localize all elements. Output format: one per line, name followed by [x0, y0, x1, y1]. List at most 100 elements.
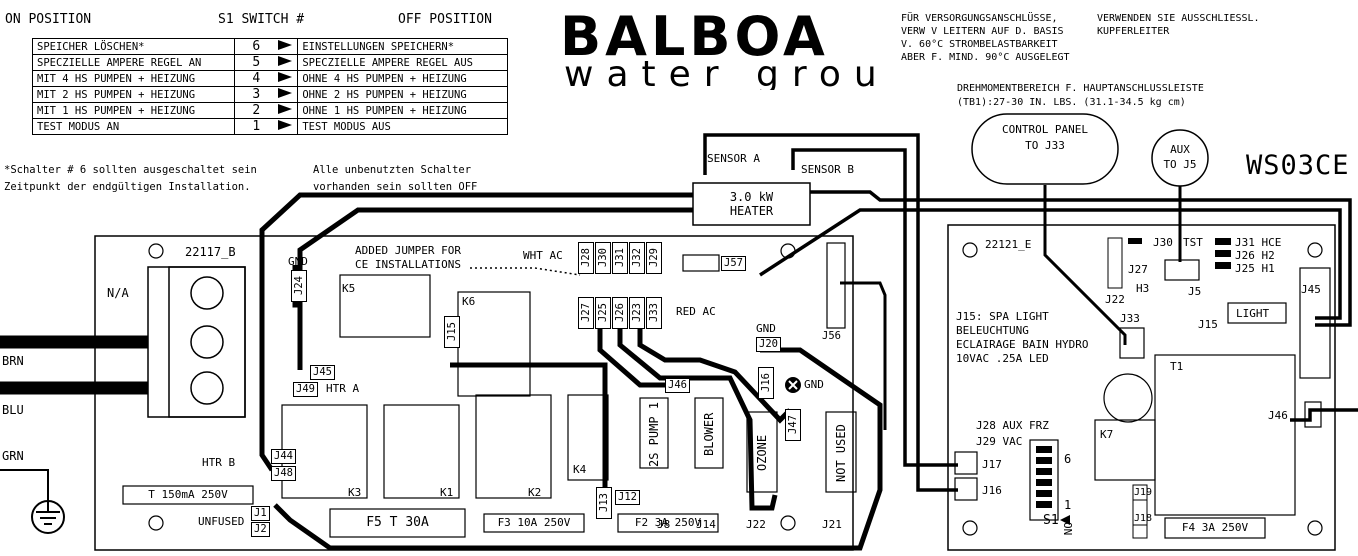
j25-wire — [597, 325, 665, 388]
relay-k7 — [1094, 419, 1156, 481]
device-label: NOT USED — [834, 424, 848, 482]
fuse-f3 — [483, 513, 585, 533]
balboa-logo-graphic: BALBOA water group — [560, 5, 913, 95]
connector-label: J1 — [251, 506, 270, 521]
grn-label: GRN — [2, 449, 24, 463]
dip-switch — [1029, 439, 1059, 521]
gnd-label: GND — [288, 255, 308, 268]
on-label: ON — [1061, 522, 1074, 536]
relay-label: K2 — [528, 486, 542, 499]
connector-label: J32 — [629, 242, 645, 274]
connector-label: J12 — [615, 490, 640, 505]
relay-k1 — [383, 404, 460, 499]
connector-label: J13 — [596, 487, 612, 519]
supply-line-3: V. 60°C STROMBELASTBARKEIT — [901, 39, 1058, 50]
connector-label: J45 — [310, 365, 335, 380]
j5-label: J5 — [1188, 285, 1202, 298]
connector-j45 — [1299, 267, 1331, 379]
switch-on-label: TEST MODUS AN — [31, 118, 236, 135]
connector-label: J44 — [271, 449, 296, 464]
j31-label: J31 HCE — [1235, 236, 1282, 249]
device-label: OZONE — [755, 434, 769, 472]
torque-line-1: DREHMOMENTBEREICH F. HAUPTANSCHLUSSLEIST… — [957, 83, 1204, 94]
j29-label: J29 VAC — [976, 435, 1023, 448]
relay-label: K6 — [462, 295, 476, 308]
control-panel-pill — [971, 113, 1119, 185]
spa-light-line-2: BELEUCHTUNG — [956, 324, 1029, 337]
connector-light — [1227, 302, 1287, 324]
light-label: LIGHT — [1236, 307, 1270, 320]
torque-line-2: (TB1):27-30 IN. LBS. (31.1-34.5 kg cm) — [957, 97, 1186, 108]
sensor-b-label: SENSOR B — [801, 163, 854, 176]
dip-1-label: 1 — [1064, 498, 1072, 512]
j26-wire — [617, 325, 778, 511]
logo-brand: BALBOA — [560, 10, 829, 68]
sensor-b-wire — [791, 148, 958, 467]
htr-b-label: HTR B — [202, 456, 236, 469]
control-panel-label: CONTROL PANEL TO J33 — [972, 122, 1118, 154]
device-blower — [694, 397, 724, 469]
aux-circle — [1151, 129, 1209, 187]
arrow-right-icon — [277, 70, 299, 87]
connector-label: J26 — [612, 297, 628, 329]
unfused-label: UNFUSED — [198, 515, 245, 528]
relay-k2 — [475, 394, 552, 499]
jumper-blocks — [1128, 238, 1231, 269]
fuse-f4 — [1164, 517, 1266, 539]
copper-note: VERWENDEN SIE AUSSCHLIESSL. KUPFERLEITER — [1097, 12, 1260, 38]
device-connector-label: J22 — [746, 518, 766, 531]
aux-label: AUX TO J5 — [1152, 142, 1208, 172]
left-board-id: 22117_B — [185, 245, 236, 259]
arrow-right-icon — [277, 118, 299, 135]
supply-line-1: FÜR VERSORGUNGSANSCHLÜSSE, — [901, 13, 1058, 24]
connector-label: J23 — [629, 297, 645, 329]
fuse-f3-label: F3 10A 250V — [497, 516, 571, 529]
fuse-f2-label: F2 3A 250V — [634, 516, 702, 529]
relay-label: K3 — [348, 486, 362, 499]
relay-label: K5 — [342, 282, 356, 295]
heater-wire-1 — [259, 192, 760, 472]
terminal-na — [190, 276, 224, 310]
j46-right-label: J46 — [1268, 409, 1288, 422]
copper-line-1: VERWENDEN SIE AUSSCHLIESSL. — [1097, 13, 1260, 24]
gnd-screw-label: GND — [804, 378, 824, 391]
ce-jumper-label: ADDED JUMPER FOR CE INSTALLATIONS — [355, 244, 461, 272]
connector-label: J46 — [665, 378, 690, 393]
supply-line-2: VERW V LEITERN AUF D. BASIS — [901, 26, 1064, 37]
fuse-f2 — [617, 513, 719, 533]
gnd-j20-label: GND — [756, 322, 776, 335]
switch-header-number: S1 SWITCH # — [218, 12, 305, 27]
h3-label: H3 — [1136, 282, 1150, 295]
terminal-n-label: N — [120, 383, 128, 397]
terminal-block — [147, 266, 246, 418]
dip-slots — [1036, 446, 1052, 508]
switch-header-off: OFF POSITION — [398, 12, 492, 27]
red-ac-label: RED AC — [676, 305, 716, 318]
switch-number: 1 — [234, 118, 278, 135]
k7-can — [1103, 373, 1153, 423]
device-connector-label: J21 — [822, 518, 842, 531]
switch-note-left-1: *Schalter # 6 sollten ausgeschaltet sein — [4, 164, 257, 176]
fuse-t150-label: T 150mA 250V — [148, 488, 228, 501]
spa-light-line-3: ECLAIRAGE BAIN HYDRO — [956, 338, 1089, 351]
connector-j33 — [1119, 327, 1145, 359]
heater-label: 3.0 kW HEATER — [693, 190, 810, 218]
ground-icon — [31, 500, 65, 534]
connector-label: J33 — [646, 297, 662, 329]
torque-note: DREHMOMENTBEREICH F. HAUPTANSCHLUSSLEIST… — [957, 82, 1204, 110]
switch-header-on: ON POSITION — [5, 12, 92, 27]
supply-note: FÜR VERSORGUNGSANSCHLÜSSE, VERW V LEITER… — [901, 12, 1070, 64]
j30-label: J30 — [1153, 236, 1173, 249]
logo-sub: water group — [564, 54, 880, 90]
right-board-outline — [947, 224, 1336, 551]
sensor-a-wire — [703, 133, 958, 492]
j46-wire — [1290, 408, 1358, 422]
device-pump — [639, 397, 669, 469]
j27-label: J27 — [1128, 263, 1148, 276]
spa-light-note: J15: SPA LIGHT BELEUCHTUNG ECLAIRAGE BAI… — [956, 310, 1088, 366]
spa-light-line-4: 10VAC .25A LED — [956, 352, 1049, 365]
connector-label: J47 — [785, 409, 801, 441]
switch-off-label: OHNE 1 HS PUMPEN + HEIZUNG — [297, 102, 508, 119]
device-not-used — [825, 411, 857, 493]
